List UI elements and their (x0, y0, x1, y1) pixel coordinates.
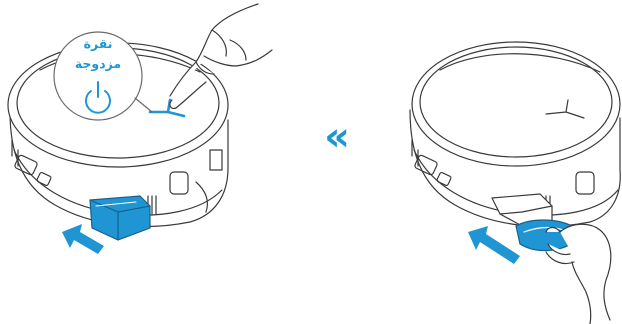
right-panel (410, 42, 620, 324)
pull-arrow-right (468, 226, 520, 264)
double-chevron-left-icon: « (324, 114, 350, 160)
robot-top-right (412, 42, 620, 166)
callout-text-line2: مزدوجة (75, 56, 121, 71)
left-panel (8, 4, 272, 240)
dustbin-left (90, 196, 150, 240)
callout-text-line1: نقرة (84, 36, 113, 51)
